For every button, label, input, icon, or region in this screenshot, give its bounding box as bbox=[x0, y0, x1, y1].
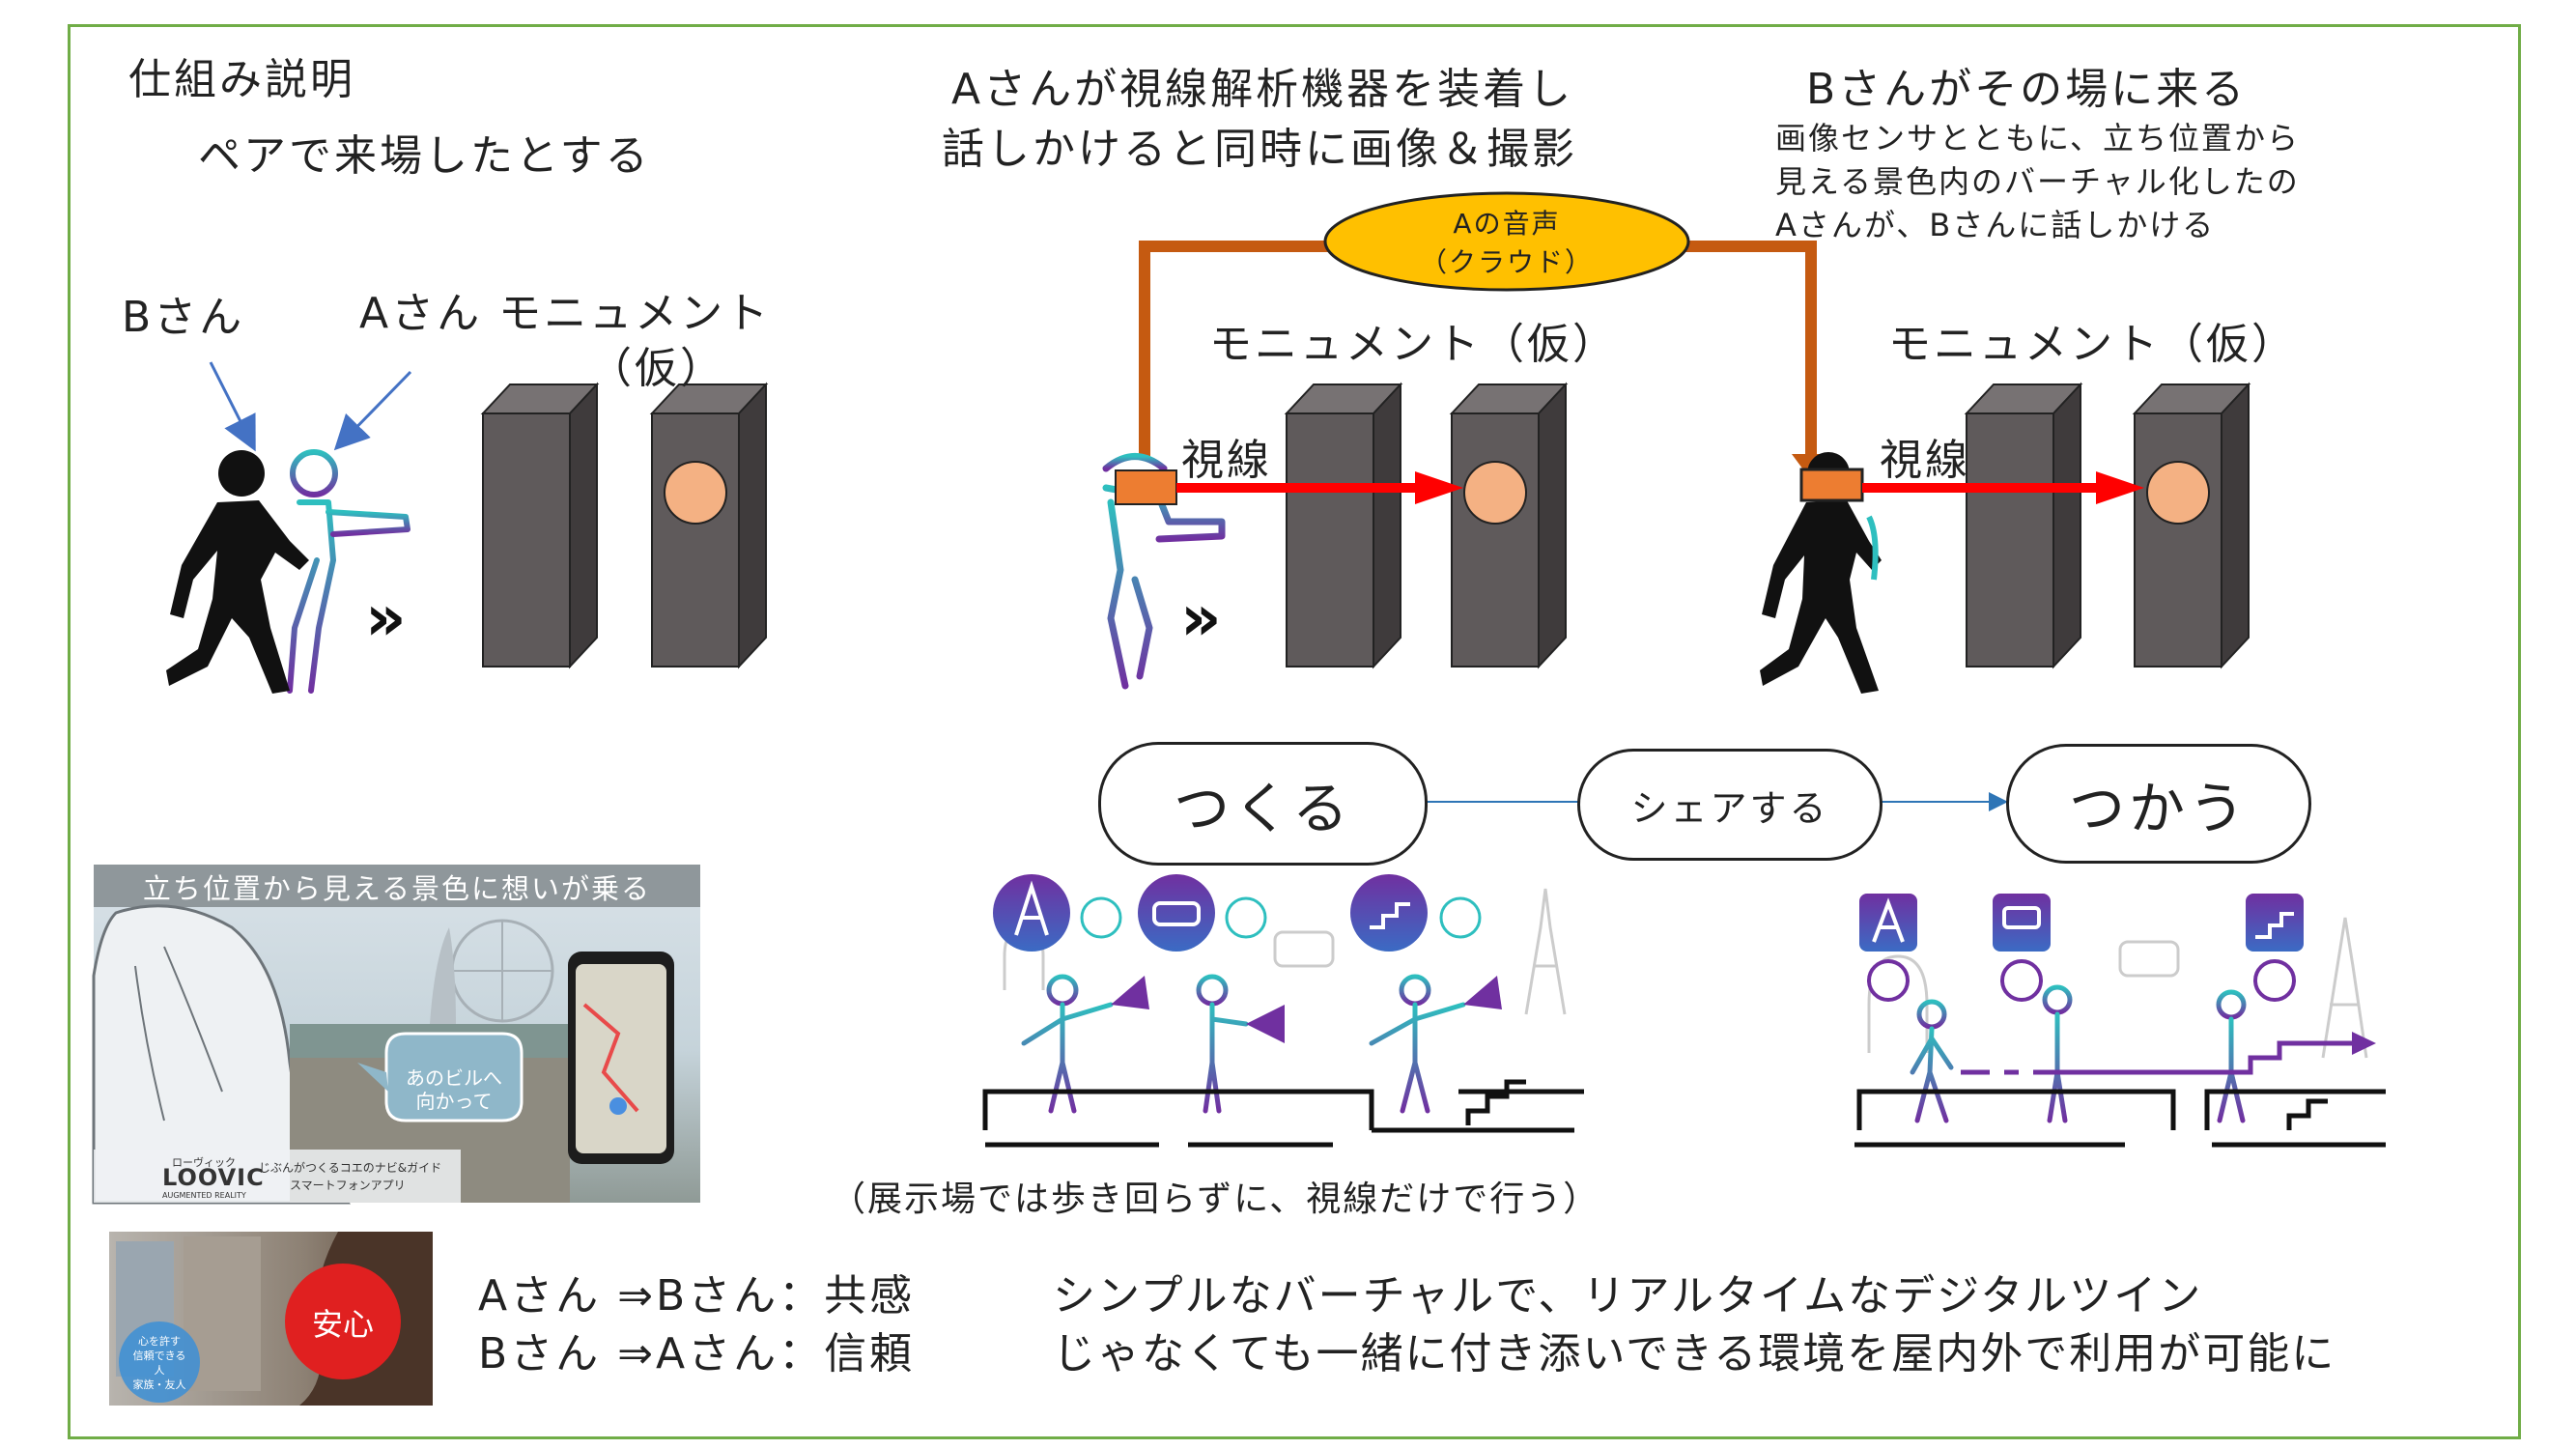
relation-line2: Bさん ⇒Aさん：信頼 bbox=[478, 1329, 916, 1378]
app-tagline-line1: じぶんがつくるコエのナビ&ガイド bbox=[259, 1161, 442, 1175]
conclusion-line2: じゃなくても一緒に付き添いできる環境を屋内外で利用が可能に bbox=[1053, 1329, 2336, 1378]
middle-person-a bbox=[1102, 453, 1226, 690]
app-logo-sub: AUGMENTED REALITY bbox=[162, 1191, 246, 1200]
cloud-line2: （クラウド） bbox=[1419, 246, 1594, 278]
app-bubble-line2: 向かって bbox=[415, 1090, 493, 1113]
use-illustration bbox=[1854, 894, 2386, 1148]
person-b-figure bbox=[166, 450, 309, 694]
middle-gaze-label: 視線 bbox=[1181, 436, 1272, 485]
flow-use-label: つかう bbox=[2068, 776, 2249, 841]
street-small-line1: 心を許す bbox=[138, 1335, 181, 1348]
left-pointer-arrows bbox=[209, 361, 412, 452]
left-pillar-2 bbox=[649, 382, 769, 669]
street-small-line4: 家族・友人 bbox=[132, 1378, 186, 1391]
flow-make-label: つくる bbox=[1174, 776, 1352, 841]
conclusion-line1: シンプルなバーチャルで、リアルタイムなデジタルツイン bbox=[1053, 1271, 2203, 1321]
street-photo-image bbox=[109, 1232, 433, 1406]
person-a-figure bbox=[287, 449, 410, 694]
outer-frame bbox=[68, 24, 2521, 1439]
cloud-line1: Aの音声 bbox=[1453, 208, 1561, 240]
middle-monument-label: モニュメント（仮） bbox=[1209, 320, 1618, 369]
label-kari: （仮） bbox=[589, 344, 725, 393]
middle-caption-line2: 話しかけると同時に画像＆撮影 bbox=[942, 125, 1577, 174]
app-screenshot-image bbox=[92, 865, 700, 1205]
right-caption-title: Bさんがその場に来る bbox=[1806, 65, 2248, 114]
exhibit-note: （展示場では歩き回らずに、視線だけで行う） bbox=[831, 1179, 1600, 1219]
street-small-line2: 信頼できる bbox=[132, 1350, 186, 1362]
make-illustration bbox=[982, 874, 1584, 1148]
middle-gaze-arrow bbox=[1176, 471, 1463, 504]
right-caption-line3: Aさんが、Bさんに話しかける bbox=[1775, 207, 2216, 243]
middle-caption-line1: Aさんが視線解析機器を装着し bbox=[951, 65, 1574, 114]
right-pillar-1 bbox=[1964, 382, 2083, 669]
flow-share-node: シェアする bbox=[1577, 749, 1882, 861]
app-logo-name: LOOVIC bbox=[162, 1164, 265, 1191]
right-pillar-2 bbox=[2132, 382, 2251, 669]
flow-make-node: つくる bbox=[1098, 742, 1428, 866]
relation-line1: Aさん ⇒Bさん：共感 bbox=[478, 1271, 916, 1321]
app-bubble-line1: あのビルへ bbox=[406, 1066, 502, 1090]
right-gaze-arrow bbox=[1862, 471, 2144, 504]
right-monument-label: モニュメント（仮） bbox=[1888, 320, 2297, 369]
flow-use-node: つかう bbox=[2006, 744, 2311, 864]
right-person-a-outline bbox=[1866, 515, 1879, 581]
left-pillar-1 bbox=[480, 382, 600, 669]
label-person-b: Bさん bbox=[122, 293, 245, 342]
middle-gaze-device bbox=[1115, 469, 1177, 505]
header-subtitle: ペアで来場したとする bbox=[198, 131, 651, 181]
app-logo-small: ローヴィック bbox=[172, 1156, 236, 1169]
right-gaze-label: 視線 bbox=[1880, 436, 1970, 485]
right-caption-line2: 見える景色内のバーチャル化したの bbox=[1775, 163, 2300, 200]
street-small-line3: 人 bbox=[154, 1364, 165, 1377]
label-person-a-monument: Aさん モニュメント bbox=[359, 289, 772, 338]
middle-chevron-icon: » bbox=[1180, 581, 1222, 655]
right-gaze-device bbox=[1799, 468, 1864, 502]
middle-pillar-2 bbox=[1449, 382, 1569, 669]
app-banner-text: 立ち位置から見える景色に想いが乗る bbox=[142, 872, 652, 905]
flow-share-label: シェアする bbox=[1630, 786, 1829, 830]
right-caption-line1: 画像センサとともに、立ち位置から bbox=[1775, 120, 2301, 156]
header-title: 仕組み説明 bbox=[128, 55, 355, 104]
middle-pillar-1 bbox=[1284, 382, 1403, 669]
left-chevron-icon: » bbox=[365, 581, 407, 655]
app-tagline-line2: スマートフォンアプリ bbox=[290, 1179, 406, 1192]
street-badge-text: 安心 bbox=[311, 1306, 374, 1343]
cloud-ellipse bbox=[1323, 191, 1690, 292]
